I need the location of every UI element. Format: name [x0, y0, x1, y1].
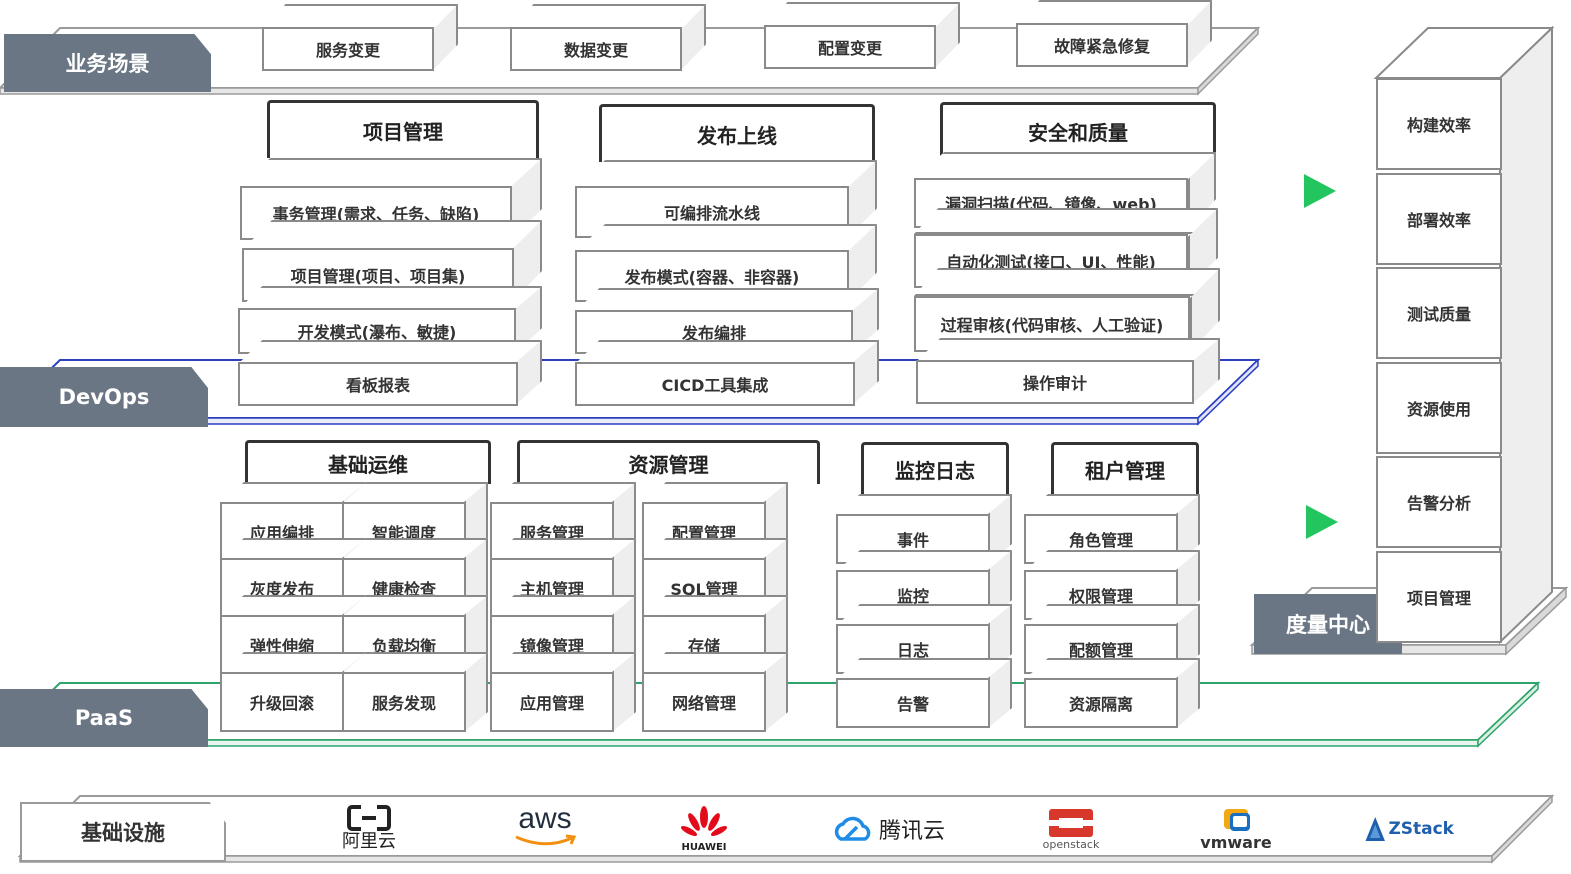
- metrics-item: 项目管理: [1376, 550, 1502, 643]
- vmware-text: vmware: [1200, 833, 1272, 852]
- metrics-tower-3d: [1373, 25, 1555, 645]
- paas-group-title: 资源管理: [517, 440, 820, 484]
- business-item: 故障紧急修复: [1016, 0, 1212, 67]
- tencent-text: 腾讯云: [878, 819, 945, 844]
- metrics-item: 资源使用: [1376, 361, 1502, 454]
- aws-logo: aws: [504, 800, 586, 852]
- devops-item-label: 看板报表: [238, 362, 518, 406]
- zstack-icon: [1365, 817, 1385, 841]
- paas-group-title: 基础运维: [245, 440, 491, 484]
- aliyun-text: 阿里云: [342, 831, 396, 852]
- huawei-icon: [681, 805, 727, 836]
- vmware-logo: vmware: [1196, 806, 1276, 852]
- huawei-logo: HUAWEI: [674, 802, 734, 856]
- paas-item-label: 升级回滚: [220, 672, 344, 732]
- aws-smile-icon: [515, 834, 577, 846]
- tencent-logo: 腾讯云: [830, 808, 946, 850]
- openstack-icon: [1049, 808, 1093, 837]
- aliyun-icon: [347, 805, 391, 831]
- huawei-text: HUAWEI: [681, 841, 727, 853]
- paas-item: 告警: [836, 658, 1012, 728]
- business-item: 数据变更: [510, 4, 706, 71]
- play-arrow-icon: [1304, 174, 1336, 208]
- paas-item: 应用管理: [490, 652, 636, 732]
- business-layer-label: 业务场景: [4, 34, 211, 92]
- paas-item: 网络管理: [642, 652, 788, 732]
- business-item-label: 配置变更: [764, 25, 936, 69]
- tencent-cloud-icon: [834, 816, 871, 841]
- devops-layer-label: DevOps: [0, 367, 208, 427]
- paas-item: 服务发现: [342, 652, 488, 732]
- paas-item-label: 服务发现: [342, 672, 466, 732]
- aliyun-logo: 阿里云: [330, 800, 408, 856]
- aws-text: aws: [518, 802, 572, 835]
- devops-item: 过程审核(代码审核、人工验证): [914, 268, 1220, 352]
- paas-item-label: 资源隔离: [1024, 678, 1178, 728]
- metrics-item: 告警分析: [1376, 456, 1502, 548]
- paas-group-title: 租户管理: [1051, 442, 1199, 494]
- business-item-label: 服务变更: [262, 27, 434, 71]
- play-arrow-icon: [1306, 505, 1338, 539]
- business-item: 服务变更: [262, 4, 458, 71]
- business-item-label: 故障紧急修复: [1016, 23, 1188, 67]
- metrics-item: 构建效率: [1376, 78, 1502, 170]
- paas-item: 资源隔离: [1024, 658, 1200, 728]
- metrics-item: 部署效率: [1376, 172, 1502, 265]
- devops-group-title: 项目管理: [267, 100, 539, 158]
- infra-layer-label: 基础设施: [20, 802, 226, 862]
- devops-item: CICD工具集成: [575, 340, 879, 406]
- zstack-logo: ZStack: [1364, 808, 1454, 850]
- devops-item: 看板报表: [238, 340, 542, 406]
- business-item: 配置变更: [764, 2, 960, 69]
- paas-group-title: 监控日志: [861, 442, 1009, 494]
- openstack-text: openstack: [1042, 837, 1100, 851]
- devops-group-title: 安全和质量: [940, 102, 1216, 158]
- business-item-label: 数据变更: [510, 27, 682, 71]
- devops-item-label: CICD工具集成: [575, 362, 855, 406]
- devops-group-title: 发布上线: [599, 104, 875, 162]
- infra-platform: [17, 794, 1555, 864]
- openstack-logo: openstack: [1030, 804, 1112, 854]
- paas-item-label: 应用管理: [490, 672, 614, 732]
- paas-item-label: 告警: [836, 678, 990, 728]
- paas-layer-label: PaaS: [0, 689, 208, 747]
- zstack-text: ZStack: [1388, 819, 1454, 839]
- devops-item: 操作审计: [916, 338, 1220, 404]
- metrics-item: 测试质量: [1376, 267, 1502, 359]
- devops-item-label: 操作审计: [916, 360, 1194, 404]
- vmware-icon: [1224, 809, 1250, 831]
- paas-item-label: 网络管理: [642, 672, 766, 732]
